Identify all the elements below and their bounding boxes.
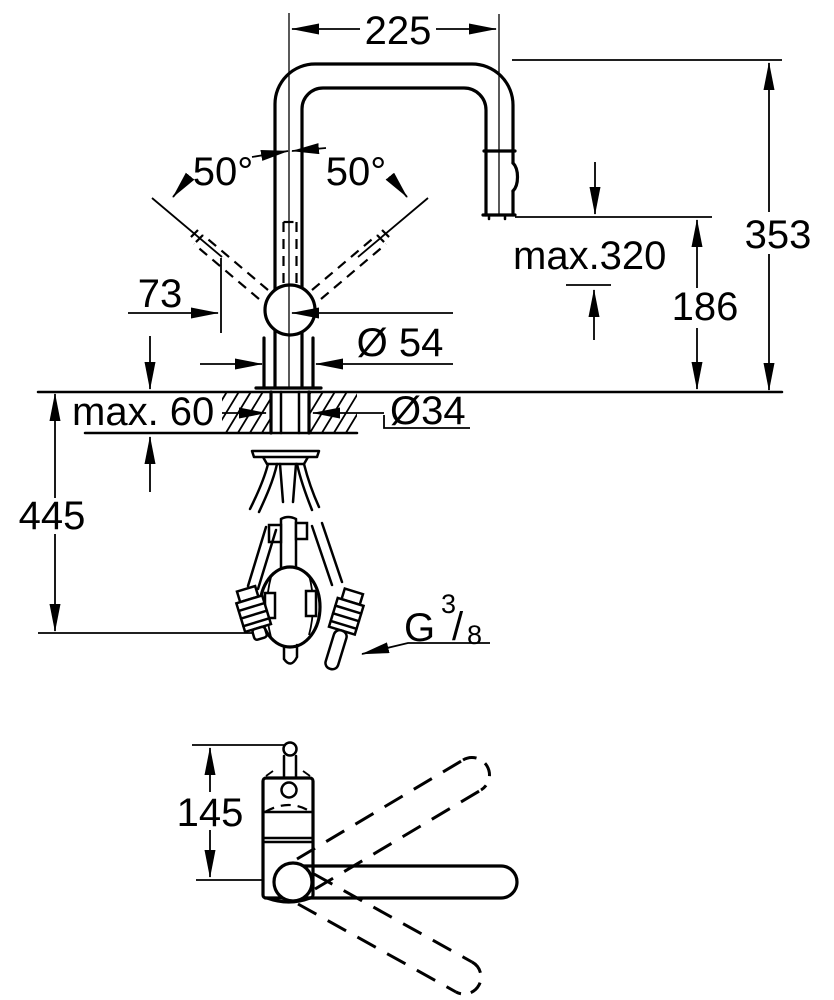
hose-clip-right bbox=[294, 521, 309, 541]
dimension-deck-thickness: max. 60 bbox=[72, 336, 214, 492]
spray-head bbox=[481, 149, 520, 221]
hose-guide-circle bbox=[282, 741, 298, 757]
swivel-right-label: 50° bbox=[326, 150, 387, 194]
dimension-body-diameter: Ø 54 bbox=[200, 321, 453, 370]
spout-reach-label: 225 bbox=[365, 9, 432, 53]
swivel-left-label: 50° bbox=[193, 150, 254, 194]
hose-length-label: 445 bbox=[19, 494, 86, 538]
supply-hose-left bbox=[234, 525, 278, 641]
dimension-handle-offset: 73 bbox=[128, 258, 453, 333]
dimension-swivel-angles: 50° 50° bbox=[151, 143, 429, 258]
pullout-hose bbox=[258, 515, 322, 665]
top-view: 145 bbox=[176, 741, 519, 996]
body-height-label: 145 bbox=[177, 791, 244, 835]
body-diameter-label: Ø 54 bbox=[357, 321, 444, 365]
faucet-body bbox=[254, 328, 323, 390]
dimension-hose-length: 445 bbox=[16, 393, 254, 634]
outlet-clearance-label: max.320 bbox=[513, 234, 666, 278]
spout-outline bbox=[273, 62, 515, 300]
supply-hose-right bbox=[310, 521, 366, 671]
spout-plan-solid bbox=[272, 861, 519, 903]
dimension-spout-reach: 225 bbox=[291, 9, 497, 53]
thread-label: G 3 / 8 bbox=[404, 589, 482, 650]
hole-diameter-label: Ø34 bbox=[390, 389, 466, 433]
cartridge-pin-circle bbox=[280, 781, 298, 799]
handle-offset-label: 73 bbox=[138, 272, 183, 316]
dimension-total-height: 353 bbox=[735, 62, 823, 391]
lever-tilted-right bbox=[311, 229, 392, 300]
spout-plan-swivel-up bbox=[296, 756, 491, 891]
total-height-label: 353 bbox=[745, 213, 812, 257]
lever-tilted-left bbox=[188, 229, 269, 300]
mounting-shank bbox=[269, 390, 311, 435]
spout-plan-swivel-down bbox=[297, 872, 483, 996]
mounting-hardware bbox=[248, 449, 321, 514]
dimension-hole-diameter: Ø34 bbox=[222, 389, 470, 433]
spout-pivot-circle bbox=[272, 861, 314, 903]
dimension-outlet-clearance: max.320 bbox=[513, 162, 666, 340]
side-view: 50° 50° 225 Ø34 bbox=[16, 9, 823, 671]
thread-callout: G 3 / 8 bbox=[361, 589, 490, 655]
lever-hidden-lines bbox=[282, 220, 298, 287]
outlet-height-label: 186 bbox=[672, 285, 739, 329]
deck-thickness-label: max. 60 bbox=[72, 390, 214, 434]
dimension-body-height: 145 bbox=[176, 747, 244, 878]
ball-joint bbox=[263, 283, 317, 337]
dimension-outlet-height: 186 bbox=[664, 219, 746, 390]
